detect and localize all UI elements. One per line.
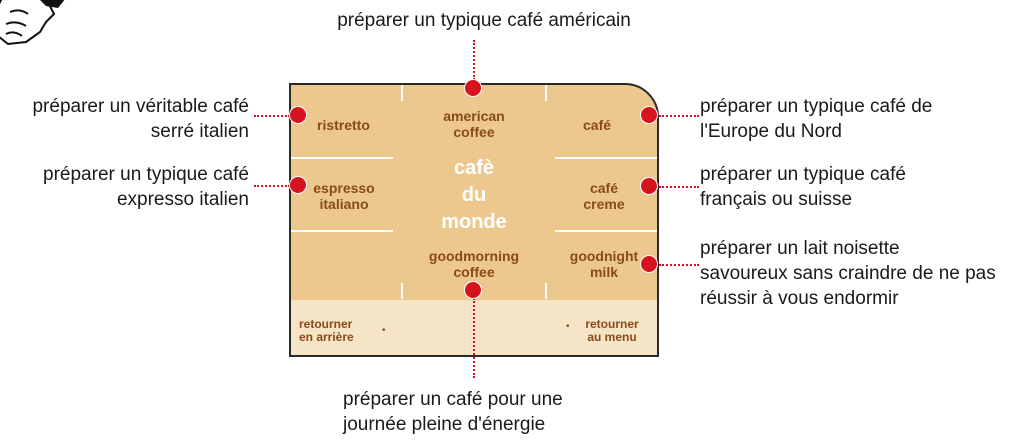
leader-line-top <box>473 40 475 80</box>
marker-espresso <box>289 176 307 194</box>
cafe-creme-button[interactable]: café creme <box>583 180 625 212</box>
grid-line <box>291 157 393 159</box>
annotation-cafe: préparer un typique café de l'Europe du … <box>700 96 933 142</box>
menu-indicator-dot: • <box>566 321 570 332</box>
annotation-ristretto: préparer un véritable café serré italien <box>32 96 249 142</box>
ristretto-button[interactable]: ristretto <box>317 117 370 133</box>
leader-line-bottom <box>473 298 475 378</box>
espresso-italiano-button[interactable]: espresso italiano <box>313 180 375 212</box>
marker-cafe <box>640 106 658 124</box>
marker-american-coffee <box>464 79 482 97</box>
menu-button[interactable]: retourner au menu <box>585 317 639 344</box>
back-indicator-dot: • <box>382 325 386 336</box>
leader-line-espresso <box>254 185 290 187</box>
grid-line <box>545 283 547 299</box>
back-button[interactable]: retourner en arrière <box>299 317 354 344</box>
grid-line <box>545 85 547 101</box>
grid-line <box>291 230 393 232</box>
marker-goodmorning <box>464 281 482 299</box>
grid-line <box>401 283 403 299</box>
panel-title: cafè du monde <box>441 157 507 233</box>
grid-line <box>555 157 657 159</box>
grid-line <box>555 230 657 232</box>
pointing-hand-icon <box>0 0 65 46</box>
annotation-goodnight: préparer un lait noisette savoureux sans… <box>700 238 996 309</box>
marker-cafe-creme <box>640 177 658 195</box>
american-coffee-button[interactable]: american coffee <box>443 108 505 140</box>
goodmorning-coffee-button[interactable]: goodmorning coffee <box>428 248 520 280</box>
annotation-goodmorning: préparer un café pour une journée pleine… <box>343 389 563 435</box>
leader-line-ristretto <box>254 115 290 117</box>
annotation-cafe-creme: préparer un typique café français ou sui… <box>700 164 906 210</box>
goodnight-milk-button[interactable]: goodnight milk <box>569 248 639 280</box>
leader-line-cafe-creme <box>659 186 699 188</box>
leader-line-goodnight <box>659 264 699 266</box>
marker-goodnight <box>640 255 658 273</box>
annotation-top: préparer un typique café américain <box>337 10 631 31</box>
grid-line <box>401 85 403 101</box>
leader-line-cafe <box>659 115 699 117</box>
cafe-button[interactable]: café <box>583 117 612 133</box>
marker-ristretto <box>289 106 307 124</box>
annotation-espresso: préparer un typique café expresso italie… <box>43 164 249 210</box>
